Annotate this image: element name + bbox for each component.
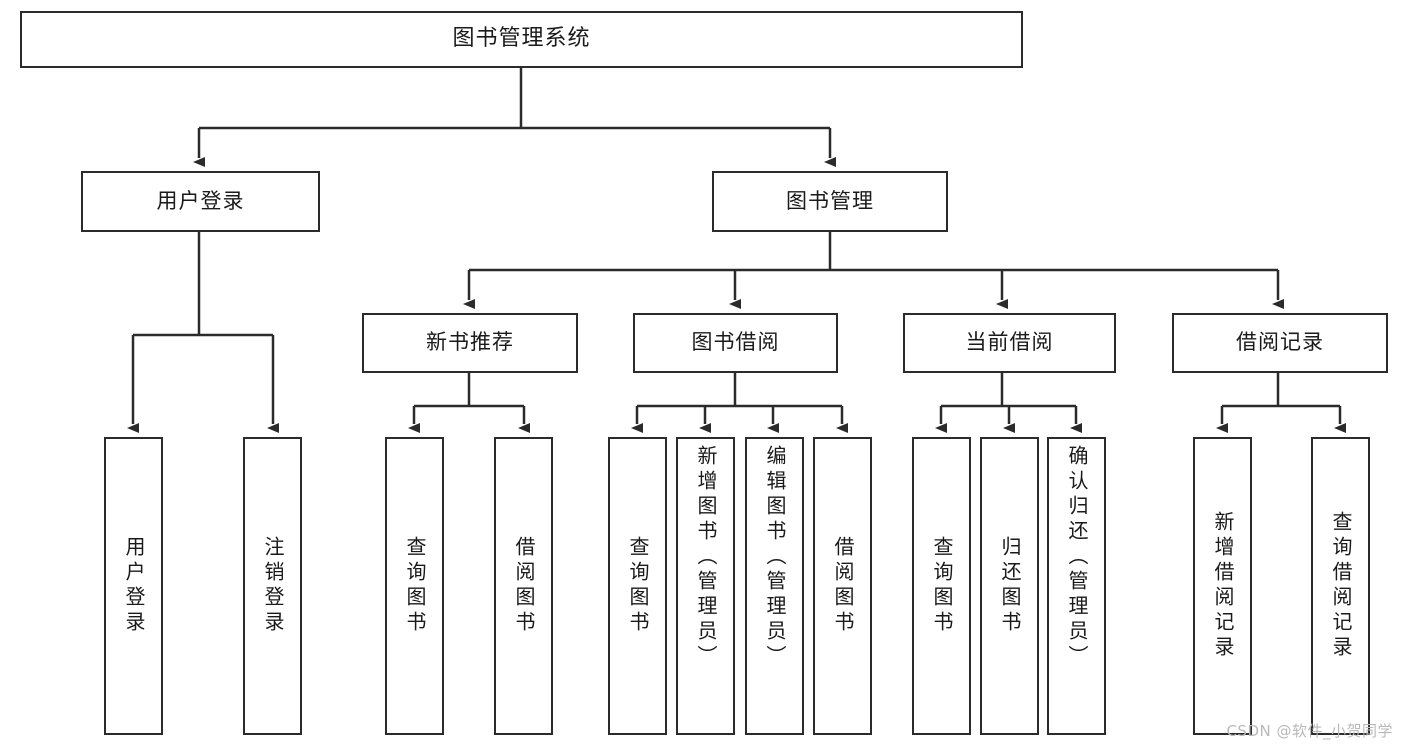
node-leaf-add-borrow-record[interactable]: 新增借阅记录 bbox=[1193, 437, 1252, 735]
node-leaf-label: 查询图书 bbox=[626, 536, 650, 636]
node-leaf-label: 查询图书 bbox=[403, 536, 427, 636]
node-leaf-label: 查询图书 bbox=[930, 536, 954, 636]
node-leaf-label: 归还图书 bbox=[998, 536, 1022, 636]
node-user-login[interactable]: 用户登录 bbox=[81, 171, 320, 232]
node-leaf-return-book[interactable]: 归还图书 bbox=[980, 437, 1039, 735]
node-book-borrow[interactable]: 图书借阅 bbox=[633, 313, 838, 373]
node-leaf-confirm-return-admin[interactable]: 确认归还（管理员） bbox=[1047, 437, 1106, 735]
node-leaf-label: 编辑图书（管理员） bbox=[763, 445, 787, 670]
node-leaf-label: 用户登录 bbox=[122, 536, 146, 636]
watermark-text: CSDN @软件_小贺同学 bbox=[1226, 722, 1393, 740]
node-leaf-label: 确认归还（管理员） bbox=[1065, 445, 1089, 670]
node-leaf-label: 借阅图书 bbox=[512, 536, 536, 636]
node-leaf-query-book-recommend[interactable]: 查询图书 bbox=[385, 437, 444, 735]
node-leaf-user-login[interactable]: 用户登录 bbox=[104, 437, 163, 735]
node-book-management[interactable]: 图书管理 bbox=[712, 171, 948, 232]
node-leaf-borrow-book[interactable]: 借阅图书 bbox=[813, 437, 872, 735]
node-new-book-recommend[interactable]: 新书推荐 bbox=[362, 313, 578, 373]
node-leaf-edit-book-admin[interactable]: 编辑图书（管理员） bbox=[745, 437, 804, 735]
node-leaf-label: 查询借阅记录 bbox=[1329, 511, 1353, 661]
node-leaf-label: 借阅图书 bbox=[831, 536, 855, 636]
node-leaf-borrow-book-recommend[interactable]: 借阅图书 bbox=[494, 437, 553, 735]
node-root-system[interactable]: 图书管理系统 bbox=[20, 11, 1023, 68]
node-current-borrow[interactable]: 当前借阅 bbox=[903, 313, 1116, 373]
node-leaf-query-book-current[interactable]: 查询图书 bbox=[912, 437, 971, 735]
node-leaf-label: 新增借阅记录 bbox=[1211, 511, 1235, 661]
node-leaf-add-book-admin[interactable]: 新增图书（管理员） bbox=[676, 437, 735, 735]
node-leaf-query-book-borrow[interactable]: 查询图书 bbox=[608, 437, 667, 735]
node-leaf-label: 新增图书（管理员） bbox=[694, 445, 718, 670]
node-leaf-label: 注销登录 bbox=[261, 536, 285, 636]
node-leaf-query-borrow-record[interactable]: 查询借阅记录 bbox=[1311, 437, 1370, 735]
node-leaf-logout[interactable]: 注销登录 bbox=[243, 437, 302, 735]
node-borrow-record[interactable]: 借阅记录 bbox=[1172, 313, 1388, 373]
